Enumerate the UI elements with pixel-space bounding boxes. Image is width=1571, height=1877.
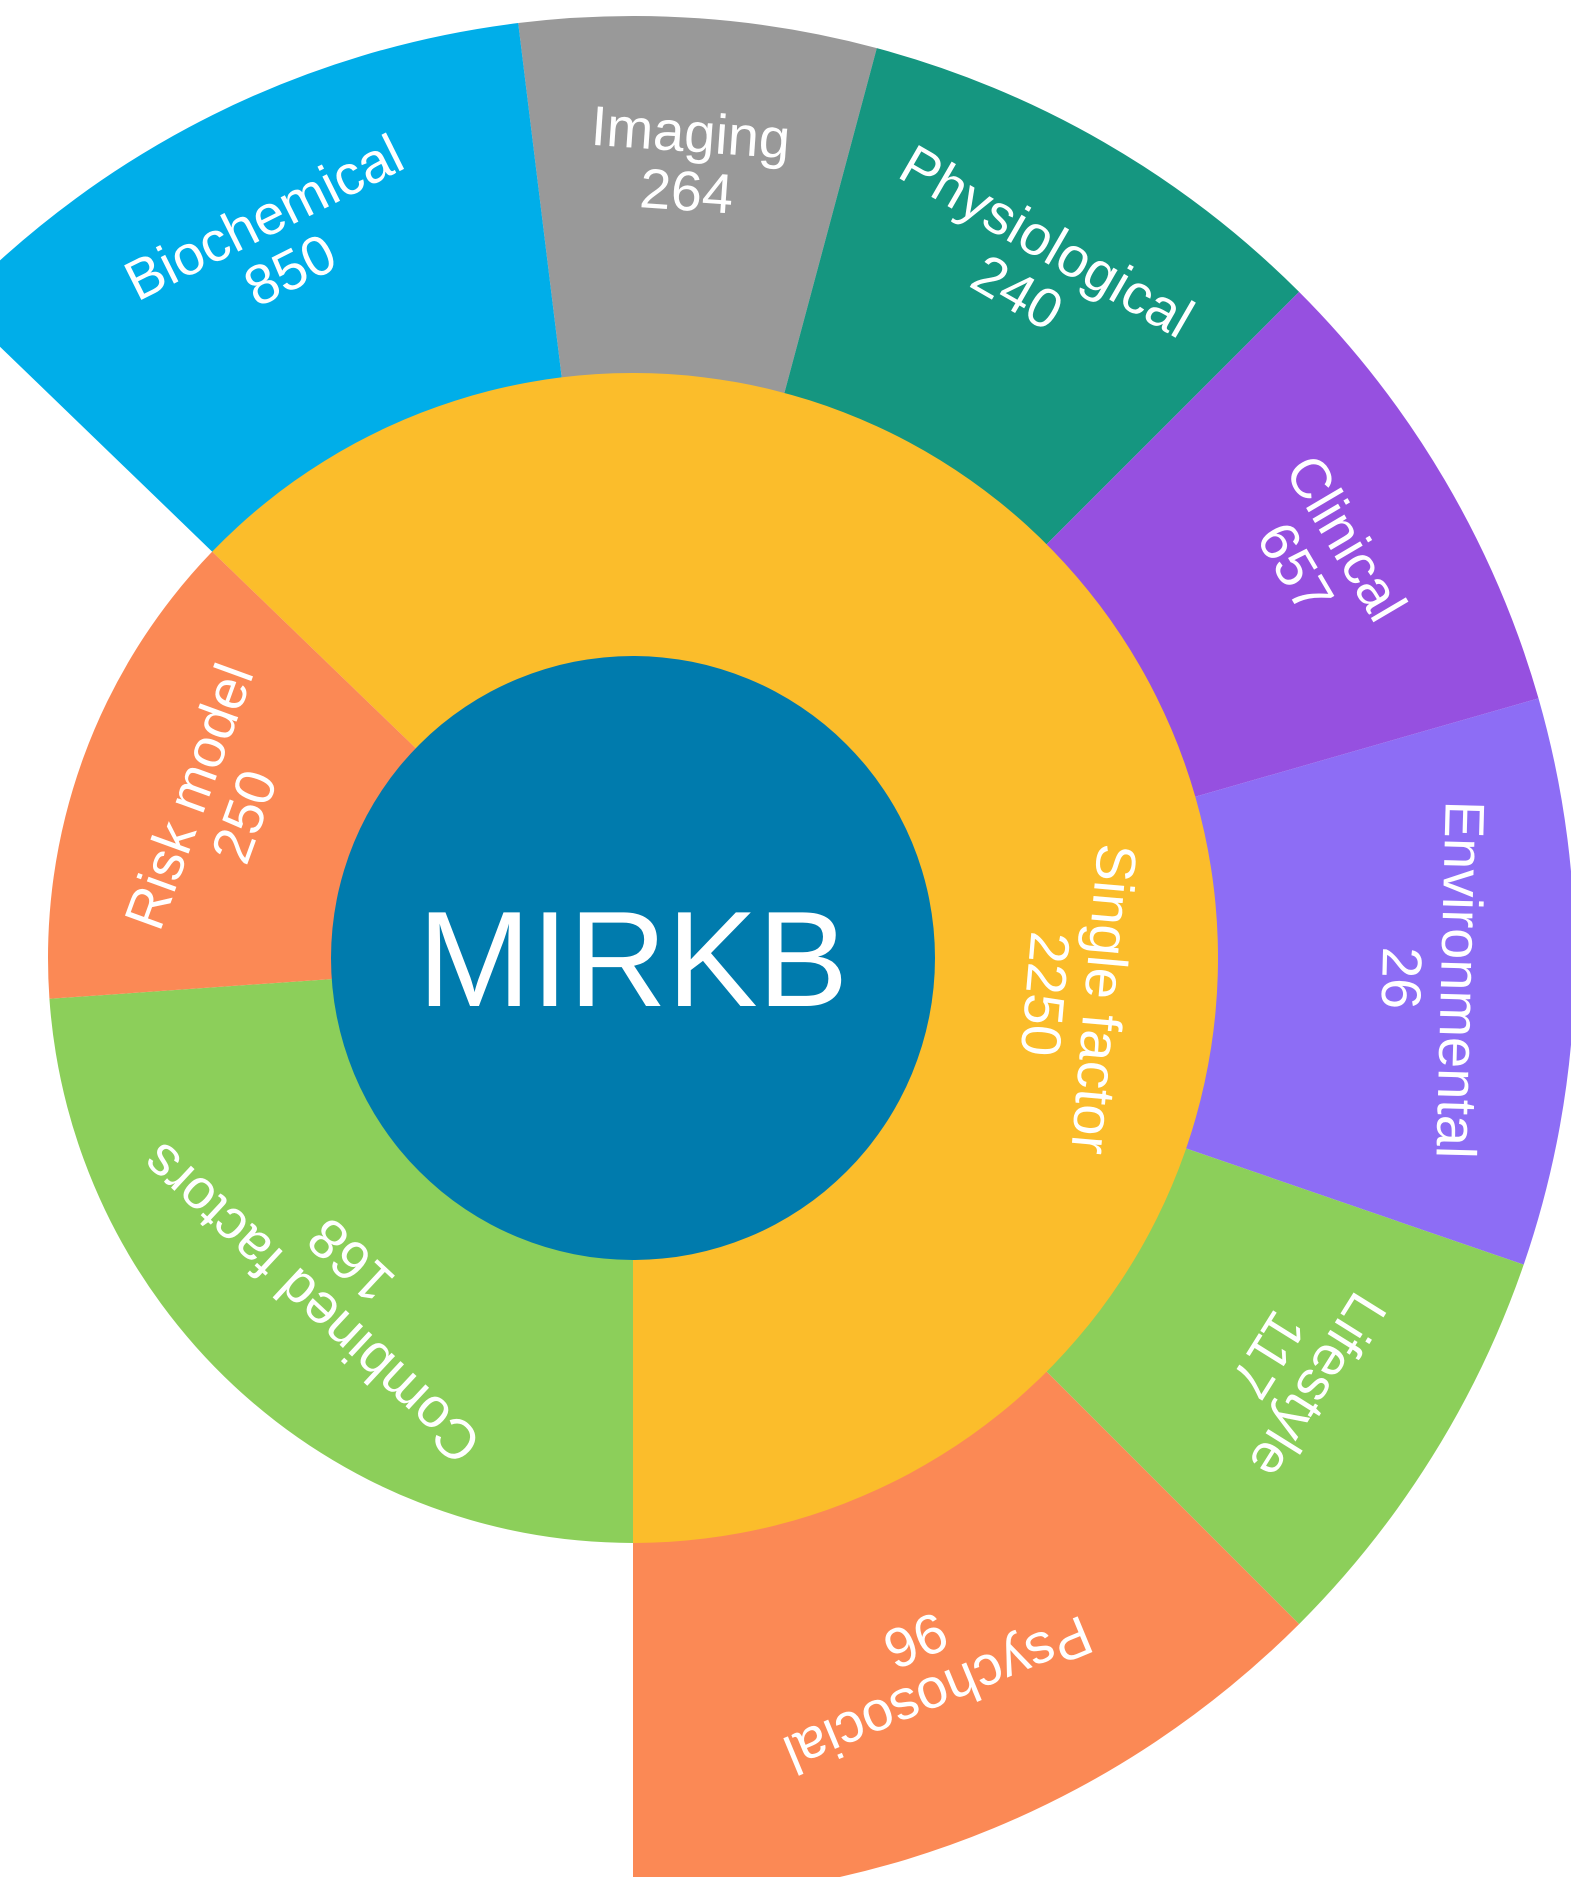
center-label: MIRKB [418, 883, 849, 1035]
center-circle [331, 656, 935, 1260]
outer-segment-environmental-value: 26 [1370, 946, 1435, 1010]
inner-segment-single-factor-value: 2250 [1009, 929, 1083, 1059]
inner-segment-risk-model [47, 551, 417, 999]
outer-segment-clinical [1045, 291, 1539, 798]
outer-segment-biochemical [0, 23, 562, 553]
outer-segment-imaging-name: Imaging [589, 94, 792, 171]
outer-segment-environmental [1185, 698, 1571, 1265]
outer-segment-lifestyle [1045, 1148, 1524, 1625]
inner-segment-single-factor [212, 373, 1218, 1544]
outer-segment-imaging-value: 264 [638, 156, 736, 225]
inner-segment-combined-factors [49, 978, 633, 1543]
outer-segment-environmental-name: Environmental [1424, 800, 1496, 1159]
outer-segment-imaging [518, 15, 877, 394]
outer-segment-imaging-label: Imaging264 [585, 94, 792, 229]
outer-segment-environmental-label: Environmental26 [1366, 798, 1497, 1159]
outer-segment-physiological [784, 48, 1300, 546]
outer-segment-psychosocial [633, 1370, 1300, 1877]
